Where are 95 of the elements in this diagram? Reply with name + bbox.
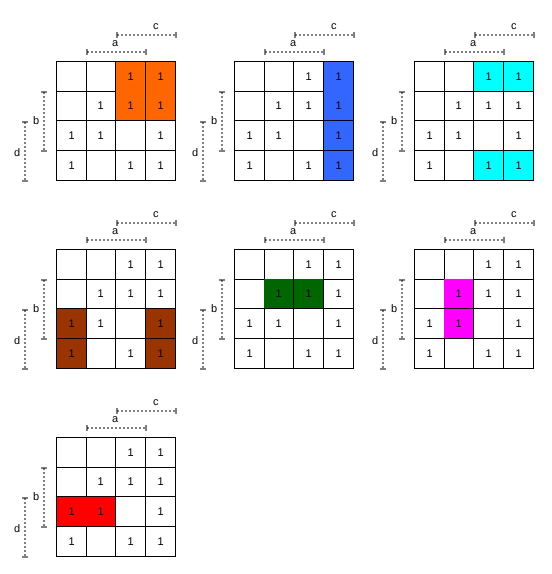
table-cell: 1 xyxy=(324,309,354,339)
table-cell: 1 xyxy=(146,497,176,527)
table-cell: 1 xyxy=(86,309,116,339)
table-cell: 1 xyxy=(86,121,116,151)
variable-label: a xyxy=(112,37,118,49)
variable-label: a xyxy=(112,413,118,425)
table-cell: 1 xyxy=(146,467,176,497)
table-cell: 1 xyxy=(324,249,354,280)
variable-label: b xyxy=(33,491,40,503)
table-cell: 1 xyxy=(474,339,504,369)
variable-label: a xyxy=(112,225,118,237)
table-cell: 1 xyxy=(444,91,474,121)
table-cell: 1 xyxy=(116,527,146,557)
table-cell: 1 xyxy=(234,309,265,339)
variable-label: d xyxy=(372,147,378,159)
table-cell: 1 xyxy=(324,339,354,369)
variable-label: d xyxy=(192,335,198,347)
variable-label: a xyxy=(470,37,476,49)
highlighted-cell: 1 xyxy=(324,91,354,121)
highlighted-cell: 1 xyxy=(146,91,176,121)
table-cell: 1 xyxy=(146,151,176,181)
variable-label: b xyxy=(391,303,398,315)
table-cell: 1 xyxy=(86,279,116,309)
table-cell: 1 xyxy=(116,467,146,497)
variable-label: c xyxy=(153,396,158,408)
table-cell: 1 xyxy=(504,91,534,121)
table-cell: 1 xyxy=(234,339,265,369)
variable-label: d xyxy=(372,335,378,347)
variable-label: d xyxy=(14,147,20,159)
highlighted-cell: 1 xyxy=(264,279,294,309)
table-cell: 1 xyxy=(414,121,445,151)
table-cell: 1 xyxy=(414,339,445,369)
table-cell: 1 xyxy=(474,279,504,309)
table-cell: 1 xyxy=(474,91,504,121)
table-cell: 1 xyxy=(504,339,534,369)
variable-label: a xyxy=(290,37,296,49)
table-cell: 1 xyxy=(116,249,146,280)
table-cell: 1 xyxy=(116,279,146,309)
highlighted-cell: 1 xyxy=(146,61,176,92)
table-cell: 1 xyxy=(324,279,354,309)
table-cell: 1 xyxy=(504,249,534,280)
table-cell: 1 xyxy=(264,121,294,151)
table-cell: 1 xyxy=(56,527,87,557)
highlighted-cell: 1 xyxy=(86,497,116,527)
table-cell: 1 xyxy=(56,151,87,181)
table-cell: 1 xyxy=(504,309,534,339)
variable-label: c xyxy=(153,208,158,220)
highlighted-cell: 1 xyxy=(56,309,87,339)
variable-label: c xyxy=(511,208,516,220)
variable-label: a xyxy=(290,225,296,237)
variable-label: c xyxy=(511,20,516,32)
table-cell: 1 xyxy=(116,437,146,468)
variable-label: c xyxy=(331,20,336,32)
highlighted-cell: 1 xyxy=(146,339,176,369)
variable-label: b xyxy=(33,115,40,127)
variable-label: c xyxy=(153,20,158,32)
highlighted-cell: 1 xyxy=(324,121,354,151)
highlighted-cell: 1 xyxy=(474,61,504,92)
table-cell: 1 xyxy=(146,527,176,557)
variable-label: d xyxy=(14,523,20,535)
highlighted-cell: 1 xyxy=(56,497,87,527)
table-cell: 1 xyxy=(56,121,87,151)
variable-label: b xyxy=(391,115,398,127)
variable-label: b xyxy=(211,303,218,315)
table-cell: 1 xyxy=(414,151,445,181)
table-cell: 1 xyxy=(264,309,294,339)
highlighted-cell: 1 xyxy=(444,309,474,339)
highlighted-cell: 1 xyxy=(324,151,354,181)
highlighted-cell: 1 xyxy=(56,339,87,369)
table-cell: 1 xyxy=(146,249,176,280)
variable-label: b xyxy=(33,303,40,315)
table-cell: 1 xyxy=(294,339,324,369)
highlighted-cell: 1 xyxy=(444,279,474,309)
variable-label: c xyxy=(331,208,336,220)
table-cell: 1 xyxy=(234,121,265,151)
highlighted-cell: 1 xyxy=(504,61,534,92)
highlighted-cell: 1 xyxy=(504,151,534,181)
highlighted-cell: 1 xyxy=(146,309,176,339)
table-cell: 1 xyxy=(146,437,176,468)
highlighted-cell: 1 xyxy=(294,279,324,309)
variable-label: d xyxy=(192,147,198,159)
table-cell: 1 xyxy=(116,151,146,181)
variable-label: a xyxy=(470,225,476,237)
highlighted-cell: 1 xyxy=(116,91,146,121)
variable-label: d xyxy=(14,335,20,347)
table-cell: 1 xyxy=(474,249,504,280)
highlighted-cell: 1 xyxy=(474,151,504,181)
table-cell: 1 xyxy=(234,151,265,181)
table-cell: 1 xyxy=(444,121,474,151)
highlighted-cell: 1 xyxy=(324,61,354,92)
table-cell: 1 xyxy=(264,91,294,121)
table-cell: 1 xyxy=(504,279,534,309)
table-cell: 1 xyxy=(146,121,176,151)
variable-label: b xyxy=(211,115,218,127)
highlighted-cell: 1 xyxy=(116,61,146,92)
